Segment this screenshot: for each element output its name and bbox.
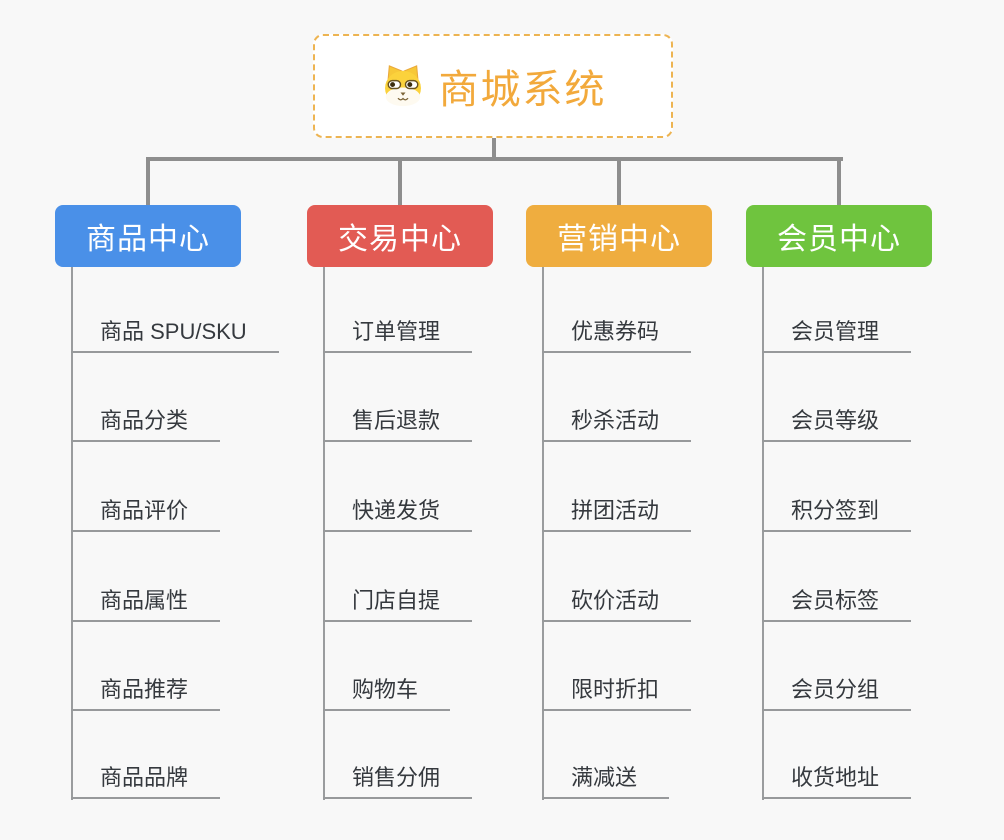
connector-spine-product-center — [71, 267, 73, 800]
dog-icon — [384, 65, 421, 107]
branch-node-product-center[interactable]: 商品中心 — [55, 205, 241, 267]
leaf-node-trade-center-5[interactable]: 购物车 — [323, 669, 451, 711]
leaf-node-member-center-3[interactable]: 积分签到 — [762, 490, 912, 532]
connector-spine-marketing-center — [542, 267, 544, 800]
leaf-node-member-center-1[interactable]: 会员管理 — [762, 311, 912, 353]
connector-spine-member-center — [762, 267, 764, 800]
connector-root-stem — [492, 138, 496, 159]
leaf-node-trade-center-6[interactable]: 销售分佣 — [323, 757, 473, 799]
connector-drop-member-center — [837, 157, 841, 205]
leaf-node-marketing-center-4[interactable]: 砍价活动 — [542, 580, 692, 622]
leaf-node-marketing-center-6[interactable]: 满减送 — [542, 757, 670, 799]
connector-bus — [146, 157, 843, 161]
branch-node-trade-center[interactable]: 交易中心 — [307, 205, 493, 267]
root-title: 商城系统 — [438, 68, 607, 112]
leaf-node-member-center-6[interactable]: 收货地址 — [762, 757, 912, 799]
leaf-node-member-center-2[interactable]: 会员等级 — [762, 400, 912, 442]
leaf-node-trade-center-1[interactable]: 订单管理 — [323, 311, 473, 353]
leaf-node-marketing-center-5[interactable]: 限时折扣 — [542, 669, 692, 711]
leaf-node-trade-center-4[interactable]: 门店自提 — [323, 580, 473, 622]
branch-node-marketing-center[interactable]: 营销中心 — [526, 205, 712, 267]
leaf-node-marketing-center-1[interactable]: 优惠券码 — [542, 311, 692, 353]
connector-drop-product-center — [146, 157, 150, 205]
leaf-node-member-center-5[interactable]: 会员分组 — [762, 669, 912, 711]
leaf-node-product-center-6[interactable]: 商品品牌 — [71, 757, 221, 799]
leaf-node-marketing-center-2[interactable]: 秒杀活动 — [542, 400, 692, 442]
leaf-node-product-center-3[interactable]: 商品评价 — [71, 490, 221, 532]
leaf-node-product-center-1[interactable]: 商品 SPU/SKU — [71, 311, 279, 353]
leaf-node-marketing-center-3[interactable]: 拼团活动 — [542, 490, 692, 532]
branch-node-member-center[interactable]: 会员中心 — [746, 205, 932, 267]
connector-spine-trade-center — [323, 267, 325, 800]
leaf-node-product-center-5[interactable]: 商品推荐 — [71, 669, 221, 711]
leaf-node-trade-center-3[interactable]: 快递发货 — [323, 490, 473, 532]
leaf-node-product-center-4[interactable]: 商品属性 — [71, 580, 221, 622]
root-node[interactable]: 商城系统 — [313, 34, 673, 138]
connector-drop-trade-center — [398, 157, 402, 205]
leaf-node-member-center-4[interactable]: 会员标签 — [762, 580, 912, 622]
leaf-node-product-center-2[interactable]: 商品分类 — [71, 400, 221, 442]
leaf-node-trade-center-2[interactable]: 售后退款 — [323, 400, 473, 442]
connector-drop-marketing-center — [617, 157, 621, 205]
